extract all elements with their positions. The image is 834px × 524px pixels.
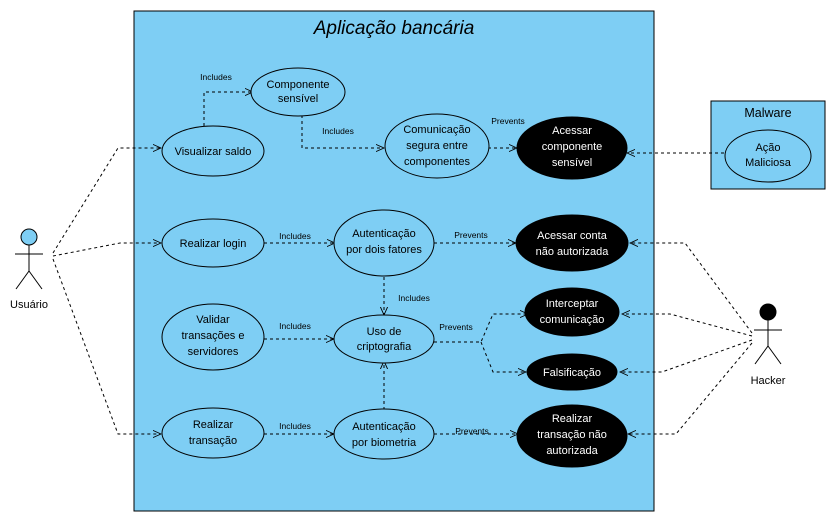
svg-text:Maliciosa: Maliciosa: [745, 157, 792, 169]
usecase-uso-criptografia: Uso de criptografia: [333, 314, 435, 364]
usecase-autenticacao-dois-fatores: Autenticação por dois fatores: [333, 209, 435, 277]
assoc-user-login: [52, 243, 161, 257]
svg-text:transação: transação: [189, 435, 237, 447]
svg-text:transação não: transação não: [537, 429, 607, 441]
svg-text:componentes: componentes: [404, 156, 471, 168]
svg-text:Componente: Componente: [267, 79, 330, 91]
actor-hacker-label: Hacker: [751, 375, 786, 387]
svg-text:comunicação: comunicação: [540, 314, 605, 326]
system-title: Aplicação bancária: [313, 18, 475, 39]
usecase-comunicacao-segura: Comunicação segura entre componentes: [384, 113, 490, 179]
svg-text:sensível: sensível: [278, 93, 318, 105]
svg-text:Realizar: Realizar: [552, 413, 593, 425]
svg-text:não autorizada: não autorizada: [536, 246, 610, 258]
prevents-label-2: Prevents: [454, 230, 488, 240]
svg-text:Ação: Ação: [755, 142, 780, 154]
svg-text:por biometria: por biometria: [352, 437, 417, 449]
svg-text:criptografia: criptografia: [357, 341, 412, 353]
include-label-2: Includes: [322, 126, 354, 136]
svg-text:componente: componente: [542, 141, 603, 153]
include-componente-comunicacao: [301, 115, 384, 148]
svg-text:sensível: sensível: [552, 157, 592, 169]
svg-text:Interceptar: Interceptar: [546, 298, 599, 310]
svg-text:Validar: Validar: [196, 314, 230, 326]
usecase-autenticacao-biometria: Autenticação por biometria: [333, 408, 435, 460]
prevents-cripto-falsificacao: [480, 341, 526, 372]
usecase-realizar-transacao: Realizar transação: [161, 407, 265, 459]
actor-hacker: Hacker: [751, 303, 786, 387]
usecase-interceptar-comunicacao: Interceptar comunicação: [524, 287, 620, 337]
svg-text:autorizada: autorizada: [546, 445, 598, 457]
svg-text:transações e: transações e: [182, 330, 245, 342]
actor-usuario: Usuário: [10, 228, 48, 311]
svg-text:Autenticação: Autenticação: [352, 421, 416, 433]
prevents-label-1: Prevents: [491, 116, 525, 126]
svg-text:Acessar conta: Acessar conta: [537, 230, 608, 242]
svg-text:Visualizar saldo: Visualizar saldo: [175, 146, 252, 158]
prevents-cripto-interceptar: [434, 314, 528, 343]
svg-text:Autenticação: Autenticação: [352, 228, 416, 240]
usecase-falsificacao: Falsificação: [526, 353, 618, 391]
include-label-5: Includes: [279, 321, 311, 331]
include-visualizar-componente: [203, 92, 253, 126]
svg-text:Realizar login: Realizar login: [180, 238, 247, 250]
svg-text:por dois fatores: por dois fatores: [346, 244, 422, 256]
include-label-6: Includes: [279, 421, 311, 431]
svg-text:segura entre: segura entre: [406, 140, 468, 152]
usecase-visualizar-saldo: Visualizar saldo: [161, 125, 265, 177]
svg-text:Acessar: Acessar: [552, 125, 592, 137]
svg-text:Realizar: Realizar: [193, 419, 234, 431]
usecase-transacao-nao-autorizada: Realizar transação não autorizada: [516, 404, 628, 468]
usecase-validar-transacoes: Validar transações e servidores: [161, 303, 265, 371]
malware-title: Malware: [744, 106, 791, 120]
usecase-acao-maliciosa: Ação Maliciosa: [724, 129, 812, 183]
assoc-hacker-falsificacao: [620, 339, 753, 372]
prevents-label-3: Prevents: [439, 322, 473, 332]
include-label-1: Includes: [200, 72, 232, 82]
svg-text:Comunicação: Comunicação: [403, 124, 470, 136]
usecase-componente-sensivel: Componente sensível: [250, 67, 346, 117]
assoc-hacker-transacao: [628, 342, 753, 434]
actor-usuario-label: Usuário: [10, 299, 48, 311]
assoc-user-visualizar: [52, 148, 161, 254]
prevents-label-4: Prevents: [455, 426, 489, 436]
assoc-hacker-interceptar: [622, 314, 753, 337]
svg-text:Uso de: Uso de: [367, 326, 402, 338]
svg-text:servidores: servidores: [188, 346, 239, 358]
assoc-hacker-conta: [630, 243, 753, 334]
usecase-acessar-conta: Acessar conta não autorizada: [515, 214, 629, 272]
assoc-user-transacao: [52, 258, 161, 434]
usecase-acessar-componente-sensivel: Acessar componente sensível: [516, 116, 628, 180]
usecase-realizar-login: Realizar login: [161, 218, 265, 268]
svg-text:Falsificação: Falsificação: [543, 367, 601, 379]
include-label-4: Includes: [398, 293, 430, 303]
include-label-3: Includes: [279, 231, 311, 241]
